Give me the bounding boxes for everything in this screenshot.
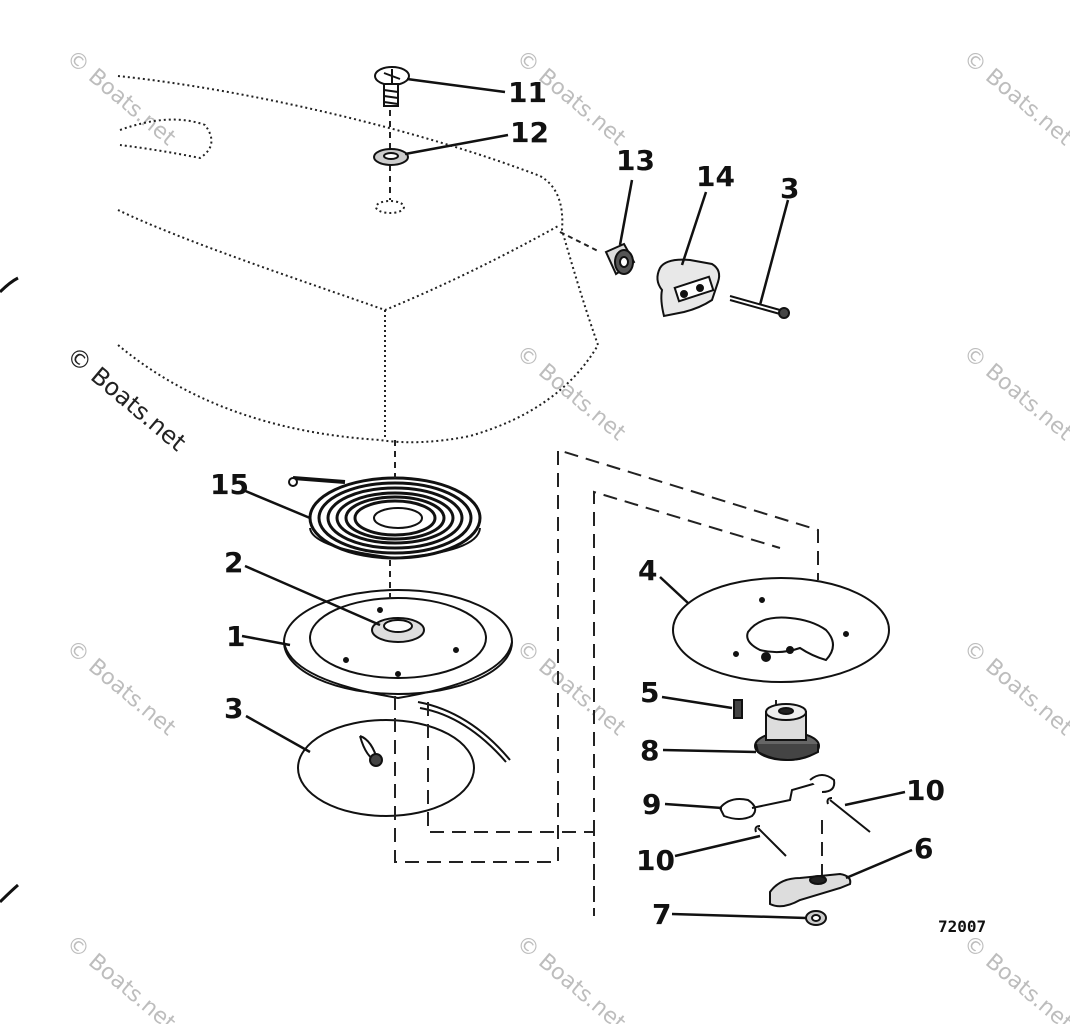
watermark: © Boats.net — [511, 930, 630, 1024]
watermark: © Boats.net — [61, 635, 180, 741]
callout-11: 11 — [508, 76, 547, 109]
callout-8: 8 — [640, 734, 659, 767]
callout-5: 5 — [640, 676, 659, 709]
callout-14: 14 — [696, 160, 735, 193]
watermark: © Boats.net — [958, 635, 1070, 741]
callout-3-upper: 3 — [780, 172, 799, 205]
link-9 — [718, 774, 836, 820]
engine-housing — [117, 75, 600, 444]
watermark: © Boats.net — [958, 930, 1070, 1024]
callout-labels: 11 12 13 14 3 15 2 1 3 4 5 8 9 10 10 6 7… — [210, 76, 986, 936]
watermark: © Boats.net — [61, 930, 180, 1024]
washer-12 — [373, 148, 409, 166]
rope-3-upper — [729, 295, 790, 319]
callout-3-lower: 3 — [224, 692, 243, 725]
watermark: © Boats.net — [958, 340, 1070, 446]
callout-7: 7 — [652, 898, 671, 931]
callout-2: 2 — [224, 546, 243, 579]
spring-15 — [288, 476, 482, 560]
screw-5 — [733, 699, 743, 719]
callout-13: 13 — [616, 144, 655, 177]
callout-9: 9 — [642, 788, 661, 821]
leader-lines — [241, 77, 913, 920]
spring-10-left — [754, 825, 787, 857]
callout-15: 15 — [210, 468, 249, 501]
watermarks: © Boats.net © Boats.net © Boats.net © Bo… — [61, 45, 1070, 1029]
callout-4: 4 — [638, 554, 657, 587]
callout-10-right: 10 — [906, 774, 945, 807]
screw-11 — [374, 66, 410, 107]
plate-4 — [672, 577, 890, 683]
hub-8 — [754, 703, 820, 761]
watermark: © Boats.net — [511, 340, 630, 446]
callout-6: 6 — [914, 832, 933, 865]
callout-10-left: 10 — [636, 844, 675, 877]
clip-7 — [805, 910, 827, 926]
pawl-6 — [769, 872, 852, 908]
callout-12: 12 — [510, 116, 549, 149]
watermark: © Boats.net — [958, 45, 1070, 151]
pulley-1 — [283, 589, 513, 700]
watermark: © Boats.net — [61, 45, 180, 151]
bushing-13 — [604, 242, 636, 276]
handle-14 — [656, 258, 721, 318]
watermark: © Boats.net — [61, 341, 191, 457]
watermark: © Boats.net — [511, 635, 630, 741]
spring-10-right — [826, 797, 871, 833]
drawing-number: 72007 — [938, 917, 986, 936]
callout-1: 1 — [226, 620, 245, 653]
rope-3-lower — [297, 701, 511, 817]
